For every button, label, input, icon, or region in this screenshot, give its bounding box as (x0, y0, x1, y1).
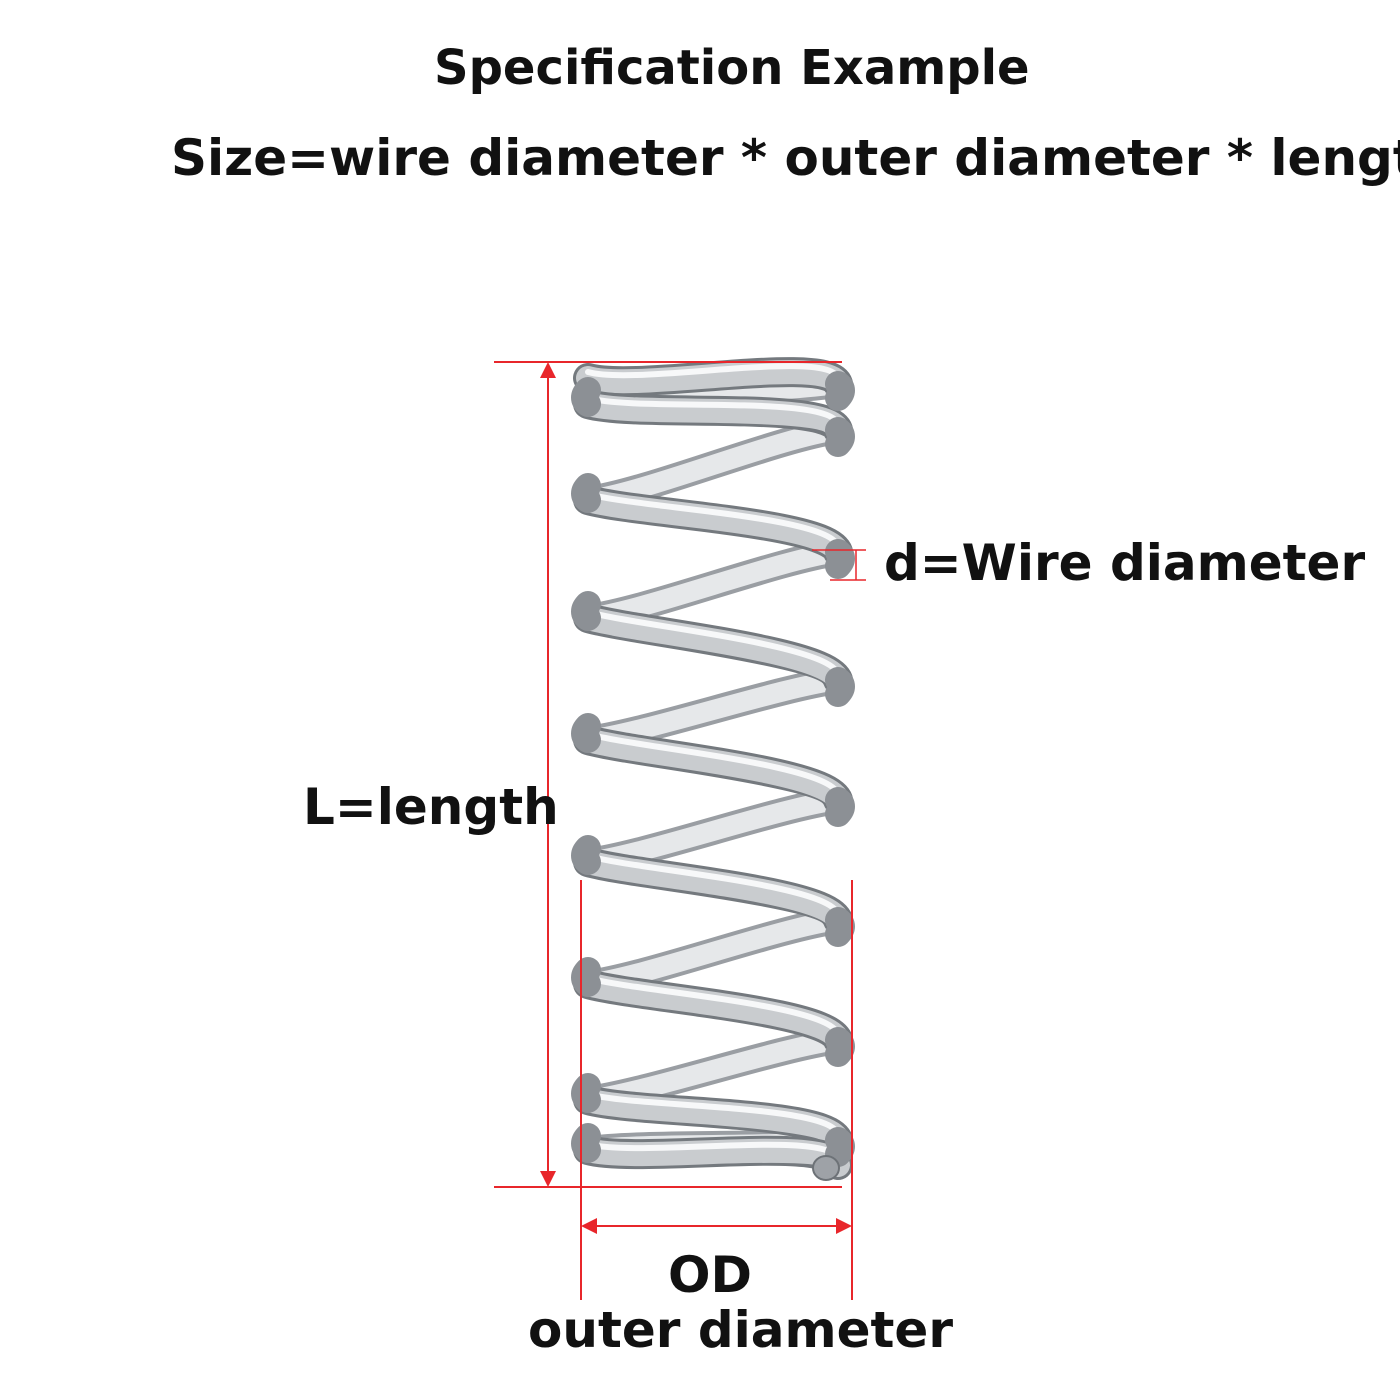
spring-left-turn (571, 1123, 601, 1163)
page-title: Specification Example (434, 40, 1030, 96)
spring-left-turn (571, 473, 601, 513)
spring-left-turn (571, 1073, 601, 1113)
spring-wire-highlight (585, 731, 841, 797)
spring-wire-highlight (585, 395, 841, 427)
spring-wire-highlight (585, 1091, 841, 1137)
spring-back-wire (578, 790, 848, 872)
spring-left-turn (571, 713, 601, 753)
spring-back-wire (578, 542, 848, 628)
spring-front-wire (576, 360, 850, 396)
od-arrow-right (836, 1218, 852, 1234)
spring-right-turn (825, 787, 855, 827)
spring-wire-highlight (585, 975, 841, 1037)
compression-spring-illustration (571, 357, 855, 1181)
spring-wire-highlight (585, 609, 841, 677)
spring-back-wire (578, 420, 848, 510)
spring-right-turn (825, 1127, 855, 1167)
spring-front-wire (576, 488, 850, 564)
spring-right-turn (825, 371, 855, 411)
length-label: L=length (303, 778, 559, 836)
length-arrow-top (540, 362, 556, 378)
outer-diameter-abbreviation: OD (668, 1246, 753, 1304)
spring-left-turn (571, 377, 601, 417)
spring-right-turn (825, 667, 855, 707)
spring-front-wire (576, 606, 850, 692)
spring-left-turn (571, 591, 601, 631)
spring-wire-highlight (585, 363, 841, 381)
size-formula: Size=wire diameter * outer diameter * le… (171, 129, 1400, 187)
spring-wire-highlight (585, 853, 841, 917)
length-arrow-bottom (540, 1171, 556, 1187)
spring-wire-end (812, 1155, 840, 1181)
spring-back-wire (578, 670, 848, 750)
od-arrow-left (581, 1218, 597, 1234)
spring-right-turn (825, 417, 855, 457)
spring-front-wire (576, 728, 850, 812)
wire-diameter-label: d=Wire diameter (884, 534, 1366, 592)
spring-left-turn (571, 835, 601, 875)
spring-front-wire (576, 850, 850, 932)
spring-left-turn (571, 957, 601, 997)
spring-front-wire (576, 1088, 850, 1152)
spring-right-turn (825, 539, 855, 579)
spring-front-wire (576, 1138, 850, 1177)
spring-right-turn (825, 1027, 855, 1067)
spring-right-turn (825, 907, 855, 947)
outer-diameter-label: outer diameter (528, 1301, 953, 1359)
spring-wire-highlight (585, 491, 841, 549)
spring-front-wire (576, 392, 850, 442)
spring-back-wire (578, 910, 848, 994)
spring-front-wire (576, 972, 850, 1052)
dimension-lines (494, 361, 866, 1300)
